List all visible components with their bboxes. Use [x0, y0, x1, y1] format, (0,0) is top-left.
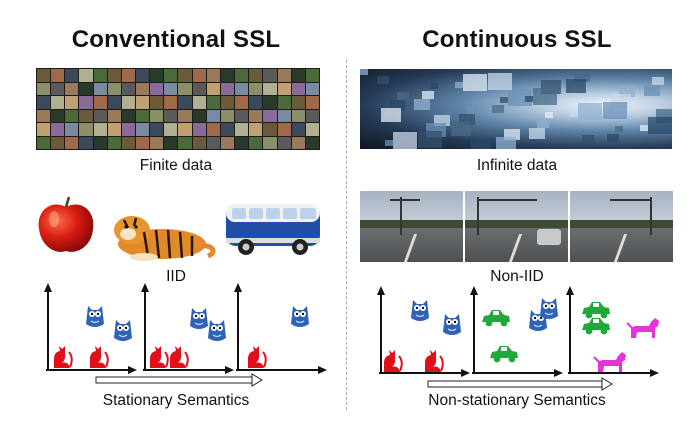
conventional-ssl-title: Conventional SSL — [71, 26, 281, 53]
iid-caption: IID — [166, 268, 186, 285]
infinite-data-caption: Infinite data — [476, 157, 558, 174]
car-icon — [482, 310, 510, 327]
dog-icon — [593, 352, 626, 372]
non-iid-caption: Non-IID — [490, 268, 544, 285]
owl-icon — [114, 320, 132, 341]
cat-icon — [90, 346, 109, 368]
tiger-image — [114, 216, 216, 261]
bus-image — [226, 204, 320, 255]
plot-axes — [141, 283, 234, 374]
non-stationary-semantics-caption: Non-stationary Semantics — [428, 392, 606, 409]
plot-axes — [566, 286, 659, 377]
section-divider — [346, 60, 347, 410]
cat-icon — [170, 346, 189, 368]
plot-axes — [377, 286, 470, 377]
owl-icon — [411, 300, 429, 321]
cat-icon — [425, 350, 444, 372]
plot-axes — [44, 283, 137, 374]
continuous-ssl-title: Continuous SSL — [422, 26, 612, 53]
infinite-data-image-stream — [360, 69, 672, 149]
driving-frame-2 — [465, 191, 568, 262]
cat-icon — [150, 346, 169, 368]
cat-icon — [54, 346, 73, 368]
arrow-icon — [427, 377, 613, 391]
car-icon — [582, 302, 610, 319]
plot-axes — [234, 283, 327, 374]
owl-icon — [443, 314, 461, 335]
owl-icon — [190, 308, 208, 329]
car-icon — [582, 318, 610, 335]
cat-icon — [384, 350, 403, 372]
dog-icon — [626, 318, 659, 338]
finite-data-caption: Finite data — [139, 157, 213, 174]
finite-data-image-grid — [36, 68, 320, 150]
apple-image — [38, 196, 94, 252]
stationary-semantics-caption: Stationary Semantics — [102, 392, 250, 409]
plot-axes — [470, 286, 563, 377]
owl-icon — [86, 306, 104, 327]
driving-frame-3 — [570, 191, 673, 262]
driving-frame-1 — [360, 191, 463, 262]
cat-icon — [248, 346, 267, 368]
owl-icon — [291, 306, 309, 327]
owl-icon — [540, 298, 558, 319]
arrow-icon — [95, 373, 263, 387]
car-icon — [490, 346, 518, 363]
owl-icon — [208, 320, 226, 341]
